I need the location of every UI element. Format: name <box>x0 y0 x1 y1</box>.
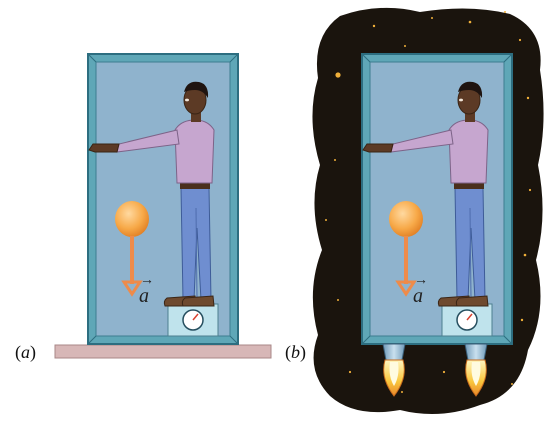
elevator-box-b <box>362 54 512 344</box>
acceleration-label-b: → a <box>413 286 423 306</box>
elevator-box-a <box>88 54 238 344</box>
caption-a-letter: a <box>21 342 30 362</box>
vector-arrow-icon: → <box>140 274 154 288</box>
panel-b <box>312 8 543 414</box>
caption-b-letter: b <box>291 342 300 362</box>
acceleration-symbol-a: a <box>139 285 149 307</box>
acceleration-symbol-b: a <box>413 285 423 307</box>
floor <box>55 345 271 358</box>
caption-a: (a) <box>15 342 36 363</box>
vector-arrow-icon: → <box>414 274 428 288</box>
caption-b: (b) <box>285 342 306 363</box>
acceleration-label-a: → a <box>139 286 149 306</box>
panel-a <box>55 54 271 358</box>
